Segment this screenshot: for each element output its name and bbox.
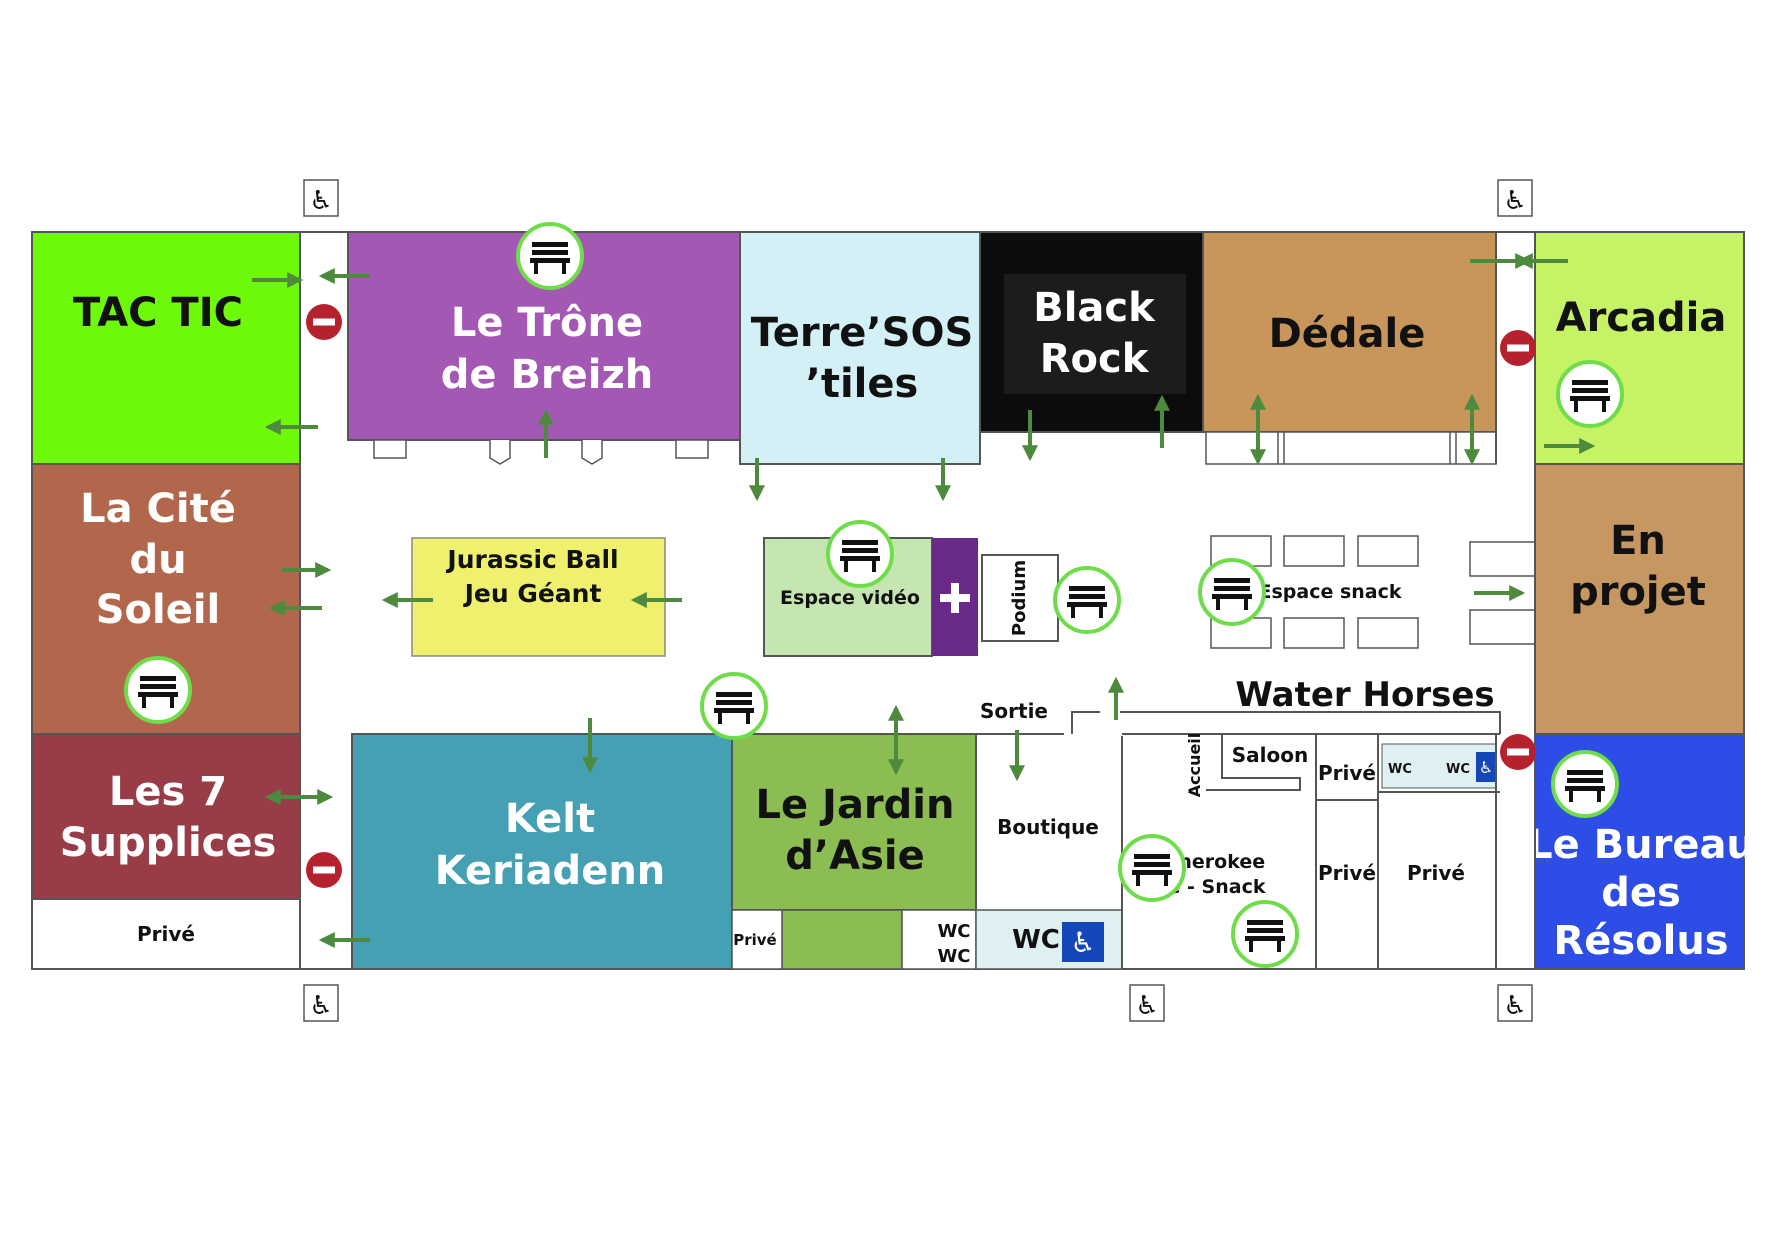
espace-snack-area[interactable]: Espace snack	[1210, 535, 1536, 649]
prive-label: Privé	[733, 931, 776, 949]
bench-icon	[826, 520, 894, 588]
room-label: Résolus	[1553, 918, 1728, 964]
assist-icon: ♿ ♿ ♿	[309, 991, 1526, 1021]
room-label: Soleil	[96, 587, 221, 633]
room-label: Rock	[1040, 336, 1150, 382]
room-label: Les 7	[109, 769, 227, 815]
jurassic-label: Jeu Géant	[463, 579, 602, 608]
jurassic-ball-area[interactable]: Jurassic Ball Jeu Géant	[411, 537, 666, 657]
accessible-icon: ♿ ♿	[309, 186, 1526, 216]
room-label: de Breizh	[441, 352, 654, 398]
svg-text:♿: ♿	[1503, 991, 1526, 1021]
room-label: ’tiles	[806, 361, 919, 407]
room-label: Kelt	[505, 796, 595, 842]
room-terre-sos-tiles[interactable]: Terre’SOS ’tiles	[739, 231, 981, 465]
accessible-icon	[1062, 922, 1104, 962]
svg-text:♿: ♿	[1479, 758, 1493, 777]
wc-label: WC	[1012, 925, 1060, 955]
room-label: d’Asie	[785, 833, 924, 879]
plus-icon	[940, 583, 970, 613]
accessible-icon	[1476, 752, 1496, 782]
entrance-doors	[303, 179, 1533, 1022]
corridor-walls	[299, 232, 1536, 969]
room-label: du	[129, 537, 186, 583]
bench-icon	[1198, 558, 1266, 626]
wc-label: WC	[937, 921, 970, 942]
room-label: Le Jardin	[756, 782, 955, 828]
sortie-label: Sortie	[980, 699, 1048, 723]
no-entry-icon	[306, 852, 342, 888]
bench-icon	[1053, 566, 1121, 634]
dedale-counter	[1205, 431, 1497, 465]
room-label: TAC TIC	[73, 290, 243, 336]
svg-text:♿: ♿	[1503, 186, 1526, 216]
bench-icon	[1231, 900, 1299, 968]
no-entry-icon	[1500, 330, 1536, 366]
svg-text:♿: ♿	[1070, 926, 1095, 959]
wc-small-block: WC WC	[901, 909, 977, 970]
bench-icon	[700, 672, 768, 740]
svg-text:♿: ♿	[1135, 991, 1158, 1021]
flow-arrows	[252, 253, 1596, 948]
accueil-label: Accueil	[1185, 733, 1204, 798]
room-tac-tic[interactable]: TAC TIC	[31, 231, 301, 465]
room-les-7-supplices[interactable]: Les 7 Supplices	[31, 733, 301, 900]
no-entry-icon	[1500, 734, 1536, 770]
room-en-projet[interactable]: En projet	[1534, 463, 1745, 735]
boutique-area: Boutique Sortie	[976, 699, 1123, 969]
jardin-annex	[781, 909, 903, 970]
wc-label: WC	[1388, 762, 1412, 777]
room-kelt-keriadenn[interactable]: Kelt Keriadenn	[351, 733, 733, 970]
podium-area[interactable]: Podium	[981, 554, 1059, 642]
bench-icon	[1551, 750, 1619, 818]
espace-video-area[interactable]: Espace vidéo	[763, 537, 978, 657]
no-entry-icon	[306, 304, 342, 340]
wc-label: WC	[1446, 762, 1470, 777]
room-label: Arcadia	[1556, 295, 1727, 341]
room-label: Dédale	[1269, 311, 1426, 357]
boutique-label: Boutique	[997, 815, 1099, 839]
podium-label: Podium	[1009, 560, 1030, 636]
svg-text:♿: ♿	[309, 991, 332, 1021]
room-label: Le Trône	[451, 300, 643, 346]
wc-label: WC	[937, 946, 970, 967]
room-dedale[interactable]: Dédale	[1202, 231, 1497, 433]
prive-jardin-small: Privé	[731, 909, 783, 970]
room-label: La Cité	[80, 486, 236, 532]
room-label: projet	[1570, 569, 1706, 615]
black-rock-panel	[1004, 274, 1186, 394]
no-entry-signs	[306, 304, 1536, 888]
room-label: Le Bureau	[1527, 822, 1755, 868]
room-le-jardin-dasie[interactable]: Le Jardin d’Asie	[731, 733, 977, 970]
saloon-label: Saloon	[1232, 743, 1308, 767]
room-label: Terre’SOS	[751, 310, 974, 356]
prive-label: Privé	[1407, 861, 1465, 885]
jurassic-label: Jurassic Ball	[445, 545, 618, 574]
trone-stands	[373, 439, 709, 465]
bench-icon	[1118, 834, 1186, 902]
wc-accessible-block: WC ♿	[975, 909, 1123, 970]
svg-text:♿: ♿	[309, 186, 332, 216]
room-arcadia[interactable]: Arcadia	[1534, 231, 1745, 465]
room-label: Supplices	[60, 820, 277, 866]
room-black-rock[interactable]: Black Rock	[979, 231, 1204, 433]
espace-video-label: Espace vidéo	[780, 587, 920, 609]
room-prive-left: Privé	[31, 898, 301, 970]
water-horses-label: Water Horses	[1235, 675, 1494, 715]
water-horses-complex[interactable]: Water Horses Accueil Saloon Privé Privé …	[1071, 675, 1501, 969]
bench-icon	[516, 222, 584, 290]
prive-label: Privé	[1318, 861, 1376, 885]
benches	[124, 222, 1624, 968]
espace-snack-label: Espace snack	[1258, 581, 1401, 603]
bench-icon	[124, 656, 192, 724]
bench-icon	[1556, 360, 1624, 428]
room-label: des	[1601, 870, 1681, 916]
prive-label: Privé	[137, 922, 195, 946]
room-label: En	[1610, 518, 1666, 564]
prive-label: Privé	[1318, 761, 1376, 785]
room-label: Keriadenn	[435, 848, 666, 894]
room-label: Black	[1033, 285, 1156, 331]
